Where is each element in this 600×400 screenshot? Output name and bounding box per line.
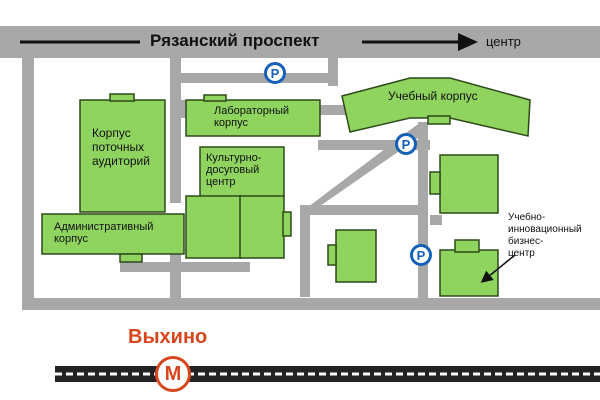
diagonal-road xyxy=(300,124,418,213)
building-east-top xyxy=(439,154,499,214)
lecture-halls-porch xyxy=(109,93,135,102)
street-name: Рязанский проспект xyxy=(150,31,320,50)
business-center-pointer xyxy=(480,254,516,283)
administrative-building xyxy=(41,213,185,255)
laboratory-label: Лабораторный корпус xyxy=(214,105,290,129)
parking-icon: P xyxy=(410,244,432,266)
metro-icon: М xyxy=(155,356,191,392)
culture-porch xyxy=(282,211,292,237)
administrative-porch xyxy=(119,253,143,263)
culture-label: Культурно- досуговый центр xyxy=(206,152,262,188)
innovation-building xyxy=(439,249,499,297)
administrative-label: Административный корпус xyxy=(54,221,154,245)
railway xyxy=(55,366,600,382)
lecture-halls-building xyxy=(79,99,166,213)
direction-arrow-icon xyxy=(458,33,478,51)
parking-icon: P xyxy=(395,133,417,155)
culture-hall-left xyxy=(185,195,242,259)
education-porch xyxy=(427,115,451,125)
innovation-porch xyxy=(454,239,480,253)
culture-building xyxy=(199,146,285,198)
direction-label: центр xyxy=(486,34,521,49)
metro-station-name: Выхино xyxy=(128,326,208,348)
building-middle-porch xyxy=(327,244,337,266)
laboratory-building xyxy=(185,99,321,137)
education-label: Учебный корпус xyxy=(388,89,478,103)
education-building xyxy=(341,77,531,137)
building-east-top-porch xyxy=(429,171,441,195)
parking-icon: P xyxy=(264,62,286,84)
culture-hall-right xyxy=(239,195,285,259)
lecture-halls-label: Корпус поточных аудиторий xyxy=(92,126,150,168)
building-middle xyxy=(335,229,377,283)
laboratory-porch xyxy=(203,94,227,102)
innovation-label: Учебно- инновационный бизнес- центр xyxy=(508,212,582,259)
